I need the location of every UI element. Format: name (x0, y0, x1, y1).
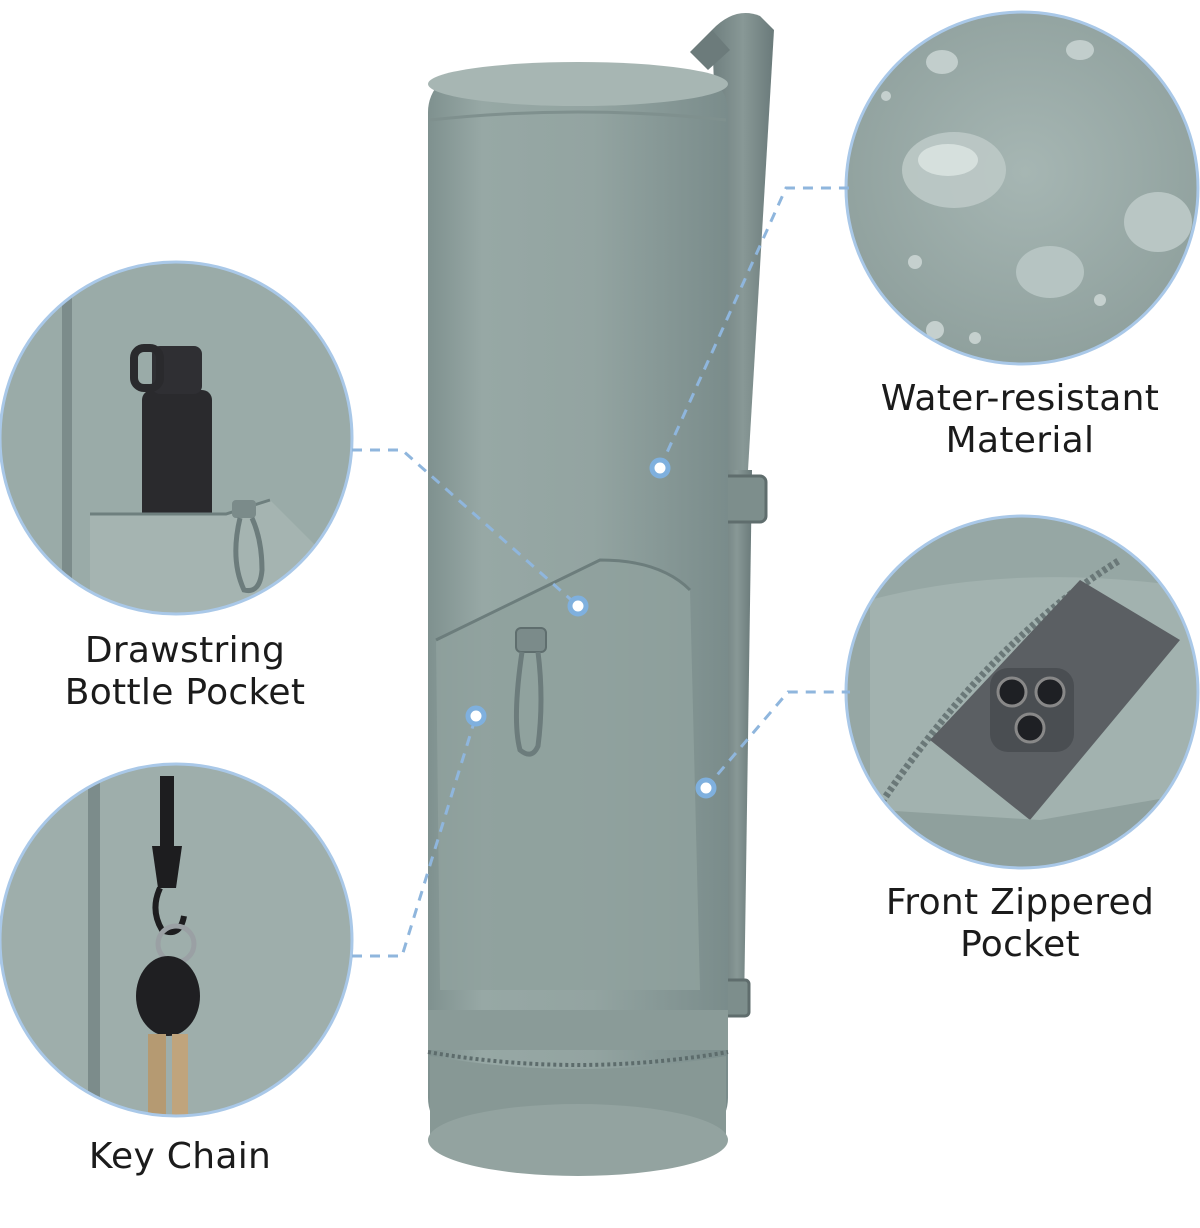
drawstring-toggle (513, 627, 547, 757)
front-pocket-label: Front Zippered Pocket (860, 882, 1180, 966)
front-pocket-detail (844, 514, 1200, 870)
front-pocket-line2: Pocket (960, 924, 1080, 965)
callout-line-key (352, 715, 478, 958)
key-icon (136, 956, 200, 1116)
yoga-bag (427, 62, 729, 1176)
callout-line-water (658, 186, 850, 469)
water-bottle-icon (130, 344, 212, 540)
callout-dot-water (649, 457, 671, 479)
callout-dot-key (465, 705, 487, 727)
water-resistant-line1: Water-resistant (880, 378, 1160, 419)
front-pocket-line1: Front Zippered (885, 882, 1155, 923)
drawstring-label: Drawstring Bottle Pocket (40, 630, 330, 714)
key-chain-detail (0, 762, 354, 1118)
water-resistant-detail (844, 10, 1200, 366)
callout-line-front (704, 690, 850, 789)
callout-dot-drawstring (567, 595, 589, 617)
callout-dot-front (695, 777, 717, 799)
key-chain-line1: Key Chain (88, 1136, 272, 1177)
callout-dots (465, 457, 717, 799)
smartphone-icon (930, 580, 1180, 820)
callout-line-drawstring (352, 448, 579, 608)
key-chain-label: Key Chain (60, 1136, 300, 1178)
drawstring-line2: Bottle Pocket (64, 672, 306, 713)
bottle-pocket-detail (0, 260, 354, 616)
water-resistant-label: Water-resistant Material (860, 378, 1180, 462)
callout-lines (352, 186, 850, 958)
drawstring-line1: Drawstring (84, 630, 286, 671)
water-resistant-line2: Material (945, 420, 1095, 461)
